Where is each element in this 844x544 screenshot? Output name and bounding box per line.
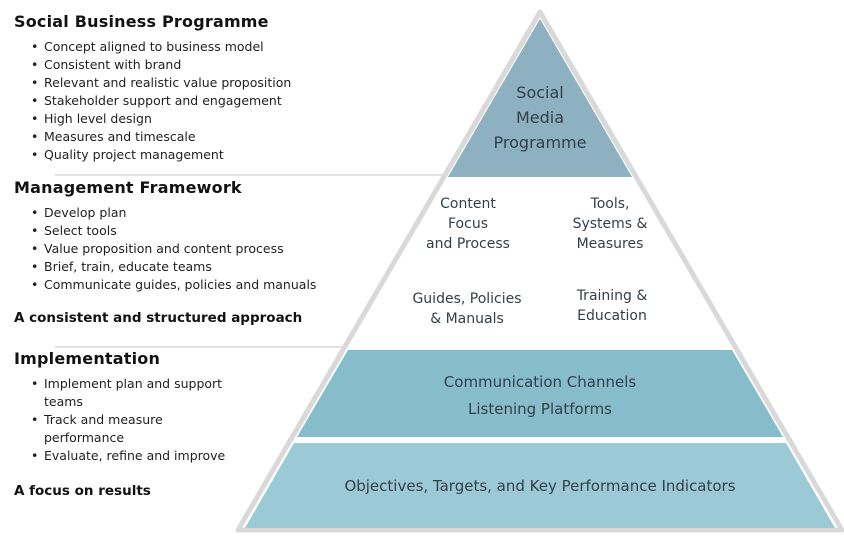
pyramid-cell-training-education <box>543 262 729 344</box>
bullet-item: Evaluate, refine and improve <box>31 447 226 465</box>
pyramid-label-content-focus: Content Focus and Process <box>426 196 510 252</box>
bullet-list: Implement plan and support teams Track a… <box>31 375 226 465</box>
section-heading: Implementation <box>14 349 161 368</box>
section-social-business-programme: Social Business Programme Concept aligne… <box>14 12 291 164</box>
bullet-item: Consistent with brand <box>31 56 291 74</box>
pyramid-tier-top <box>448 19 632 177</box>
pyramid-label-training-education: Training & Education <box>576 288 648 324</box>
bullet-list: Develop plan Select tools Value proposit… <box>31 204 316 294</box>
pyramid-label-communication-channels: Communication Channels Listening Platfor… <box>443 373 637 418</box>
bullet-item: Track and measure performance <box>31 411 226 447</box>
pyramid-label-tools-systems: Tools, Systems & Measures <box>572 196 648 252</box>
section-management-framework: Management Framework Develop plan Select… <box>14 178 316 326</box>
section-note: A consistent and structured approach <box>14 310 303 326</box>
bullet-list: Concept aligned to business model Consis… <box>31 38 291 164</box>
bullet-item: Value proposition and content process <box>31 240 316 258</box>
pyramid-tier-objectives <box>245 443 835 528</box>
bullet-item: Develop plan <box>31 204 316 222</box>
bullet-item: Communicate guides, policies and manuals <box>31 276 316 294</box>
section-divider-line <box>55 346 347 348</box>
bullet-item: Concept aligned to business model <box>31 38 291 56</box>
pyramid-label-social-media-programme: Social Media Programme <box>493 83 587 152</box>
bullet-item: High level design <box>31 110 291 128</box>
bullet-item: Measures and timescale <box>31 128 291 146</box>
bullet-item: Stakeholder support and engagement <box>31 92 291 110</box>
section-note: A focus on results <box>14 483 151 499</box>
pyramid-cell-content-focus <box>402 183 537 256</box>
pyramid-label-guides-policies: Guides, Policies & Manuals <box>412 291 522 327</box>
bullet-item: Relevant and realistic value proposition <box>31 74 291 92</box>
pyramid-label-objectives-kpis: Objectives, Targets, and Key Performance… <box>344 477 736 495</box>
section-divider-line <box>55 174 448 176</box>
pyramid-tier-communication <box>297 350 783 437</box>
section-implementation: Implementation Implement plan and suppor… <box>14 349 226 499</box>
section-heading: Management Framework <box>14 178 242 197</box>
bullet-item: Implement plan and support teams <box>31 375 226 411</box>
pyramid-cell-guides-policies <box>351 262 537 344</box>
bullet-item: Select tools <box>31 222 316 240</box>
bullet-item: Brief, train, educate teams <box>31 258 316 276</box>
bullet-item: Quality project management <box>31 146 291 164</box>
section-heading: Social Business Programme <box>14 12 269 31</box>
pyramid-cell-tools-systems <box>543 183 678 256</box>
